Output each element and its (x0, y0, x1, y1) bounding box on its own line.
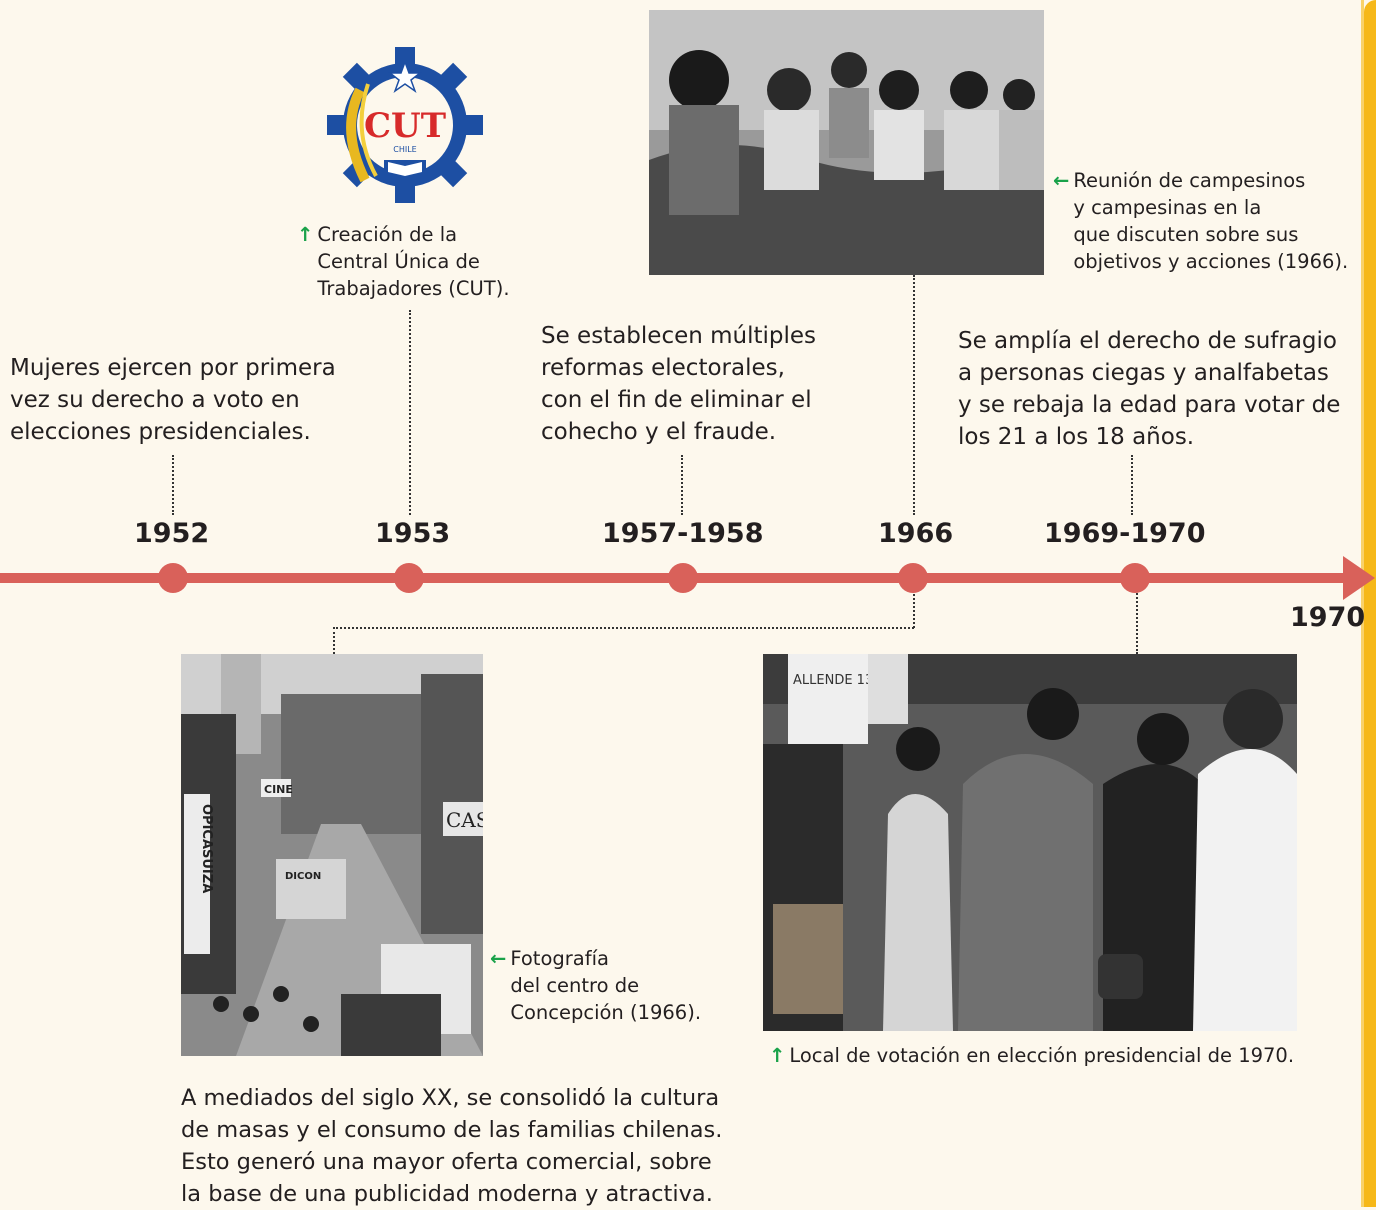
votacion-photo: ALLENDE 13 (763, 654, 1297, 1031)
connector-1953 (409, 310, 411, 515)
event-1969-text: Se amplía el derecho de sufragio a perso… (958, 328, 1341, 450)
timeline-arrowhead (1343, 556, 1375, 600)
sign-cas: CAS (446, 808, 483, 832)
concepcion-photo: OPICASUIZA CINE CAS DICON (181, 654, 483, 1056)
arrow-up-icon: ↑ (769, 1044, 786, 1067)
year-1953: 1953 (375, 518, 451, 549)
connector-1969-top (1131, 455, 1133, 515)
sign-dicon: DICON (285, 871, 321, 882)
connector-1966-drop (333, 627, 335, 654)
timeline-dot-1966 (898, 563, 928, 593)
cut-logo: CUT CHILE (320, 40, 490, 210)
concepcion-caption-text: Fotografía del centro de Concepción (196… (510, 947, 702, 1024)
timeline-dot-1952 (158, 563, 188, 593)
arrow-up-icon: ↑ (297, 223, 314, 246)
side-band-edge (1361, 0, 1364, 1207)
concepcion-caption: ←Fotografía del centro de Concepción (19… (490, 945, 701, 1026)
connector-1966-bottom (913, 590, 915, 628)
votacion-caption: ↑Local de votación en elección presidenc… (769, 1042, 1294, 1069)
connector-1957 (681, 455, 683, 515)
mass-culture-paragraph: A mediados del siglo XX, se consolidó la… (181, 1085, 723, 1207)
year-1966: 1966 (878, 518, 954, 549)
cut-caption: ↑Creación de la Central Única de Trabaja… (297, 221, 510, 302)
year-1969-1970: 1969-1970 (1044, 518, 1206, 549)
timeline-dot-1957 (668, 563, 698, 593)
event-1952-text: Mujeres ejercen por primera vez su derec… (10, 355, 336, 445)
connector-1952 (172, 455, 174, 515)
cut-logo-text: CUT (364, 106, 446, 146)
timeline-dot-1953 (394, 563, 424, 593)
year-1957-1958: 1957-1958 (602, 518, 764, 549)
sign-opicasuiza: OPICASUIZA (199, 804, 214, 893)
arrow-left-icon: ← (1053, 169, 1070, 192)
cut-logo-subtext: CHILE (393, 145, 416, 154)
arrow-left-icon: ← (490, 947, 507, 970)
campesinos-caption: ←Reunión de campesinos y campesinas en l… (1053, 167, 1348, 275)
side-band (1364, 0, 1376, 1207)
connector-1969-bottom (1136, 590, 1138, 654)
year-1952: 1952 (134, 518, 210, 549)
event-1957-text: Se establecen múltiples reformas elector… (541, 323, 817, 445)
timeline-dot-1969 (1120, 563, 1150, 593)
connector-1966-horizontal (333, 627, 914, 629)
connector-1966-top (913, 275, 915, 515)
votacion-caption-text: Local de votación en elección presidenci… (789, 1044, 1295, 1067)
sign-allende: ALLENDE 13 (793, 673, 873, 688)
sign-cine: CINE (264, 783, 293, 796)
campesinos-caption-text: Reunión de campesinos y campesinas en la… (1073, 169, 1349, 273)
end-year: 1970 (1290, 602, 1366, 633)
campesinos-photo (649, 10, 1044, 275)
cut-caption-text: Creación de la Central Única de Trabajad… (317, 223, 510, 300)
